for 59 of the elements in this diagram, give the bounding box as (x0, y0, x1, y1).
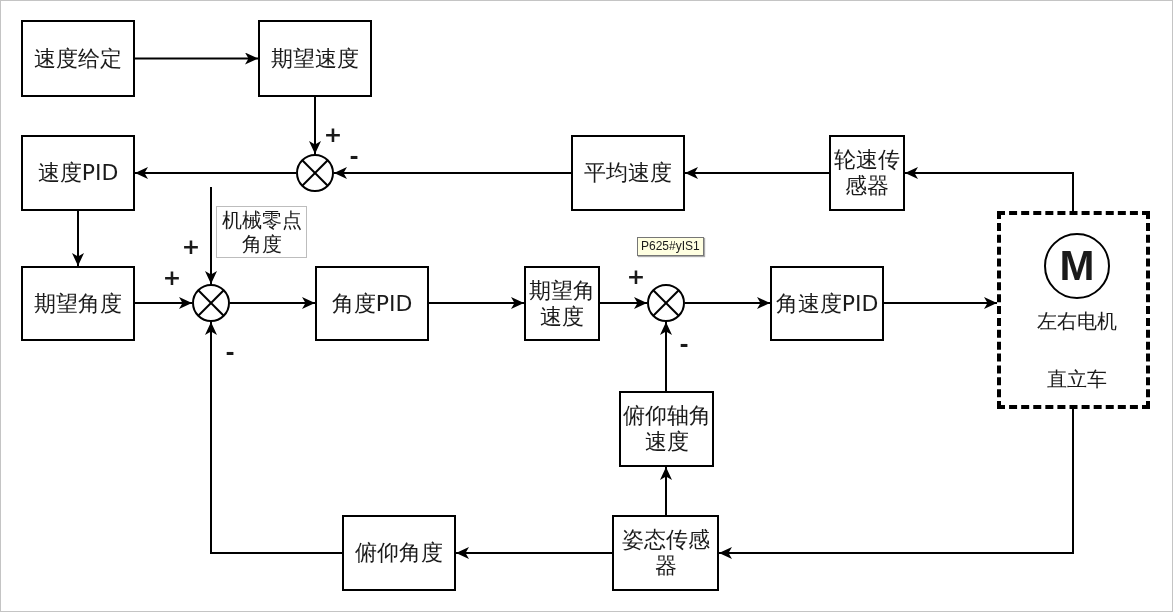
arrow (205, 186, 217, 285)
process-box (770, 266, 884, 341)
arrow (72, 210, 84, 267)
sign-label: - (679, 334, 689, 356)
process-box (612, 515, 719, 591)
box-label: 角速度PID (775, 290, 879, 317)
arrow (660, 321, 672, 392)
sign-label: + (626, 266, 646, 288)
arrow (134, 52, 259, 65)
process-box (21, 135, 135, 211)
process-box (619, 391, 714, 467)
box-label: 期望角速度 (528, 277, 596, 330)
summing-junction (192, 284, 230, 322)
arrow (684, 297, 771, 309)
edge-label: 机械零点角度 (216, 206, 307, 258)
arrow (205, 321, 343, 554)
system-label: 直立车 (1047, 367, 1107, 391)
arrow (684, 167, 830, 179)
box-label: 俯仰角度 (355, 540, 443, 566)
box-label: 角度PID (331, 290, 413, 317)
arrow (134, 297, 193, 309)
arrow (309, 96, 321, 155)
process-box (524, 266, 600, 341)
process-box (21, 20, 135, 97)
arrow (134, 167, 297, 179)
sign-label: + (162, 267, 182, 289)
box-label: 速度给定 (34, 45, 122, 72)
dashed-system-box (997, 211, 1150, 409)
sign-label: - (349, 146, 359, 168)
process-box (21, 266, 135, 341)
box-label: 平均速度 (584, 160, 672, 186)
process-box (258, 20, 372, 97)
box-label: 速度PID (37, 160, 119, 186)
tooltip: P625#yIS1 (637, 237, 704, 256)
arrow (660, 466, 672, 516)
process-box (571, 135, 685, 211)
summing-junction (296, 154, 334, 192)
sign-label: + (181, 236, 201, 258)
summing-junction (647, 284, 685, 322)
box-label: 轮速传感器 (833, 147, 901, 199)
arrow (229, 297, 316, 309)
motor-label: M (1059, 244, 1095, 288)
arrow (599, 297, 648, 309)
motor-caption: 左右电机 (1037, 309, 1117, 333)
arrow (883, 297, 998, 309)
process-box (829, 135, 905, 211)
arrow (718, 408, 1074, 559)
box-label: 俯仰轴角速度 (622, 403, 711, 455)
sign-label: - (225, 342, 235, 364)
arrow (333, 167, 572, 179)
box-label: 期望速度 (271, 45, 359, 72)
process-box (315, 266, 429, 341)
arrow (455, 547, 613, 559)
arrow (904, 167, 1074, 212)
box-label: 姿态传感器 (620, 527, 711, 579)
process-box (342, 515, 456, 591)
arrow (428, 297, 525, 309)
box-label: 期望角度 (34, 290, 122, 317)
sign-label: + (323, 124, 343, 146)
